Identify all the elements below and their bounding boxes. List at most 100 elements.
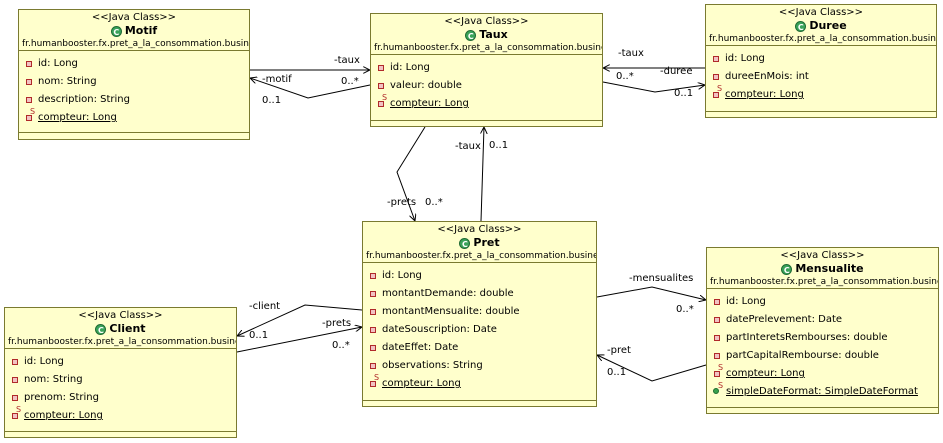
attribute: description: String — [19, 91, 249, 109]
private-field-icon — [714, 353, 720, 359]
static-icon: S — [718, 363, 724, 372]
package-name: fr.humanbooster.fx.pret_a_la_consommatio… — [710, 277, 938, 287]
static-icon: S — [374, 373, 380, 382]
private-field-icon — [714, 335, 720, 341]
static-icon: S — [30, 107, 36, 116]
class-icon: C — [459, 237, 471, 249]
attributes: id: Long nom: String description: String… — [19, 50, 249, 130]
stereotype: <<Java Class>> — [78, 310, 163, 321]
package-name: fr.humanbooster.fx.pret_a_la_consommatio… — [22, 39, 249, 49]
taux-duree-mult-duree: 0..1 — [674, 88, 694, 99]
attribute: id: Long — [363, 267, 596, 285]
private-field-icon — [378, 101, 384, 107]
private-field-icon — [370, 291, 376, 297]
private-field-icon — [26, 61, 32, 67]
edge-taux-to-pret — [396, 126, 426, 221]
operations-separator — [371, 120, 602, 121]
attribute: montantDemande: double — [363, 285, 596, 303]
attribute: id: Long — [371, 59, 602, 77]
package-name: fr.humanbooster.fx.pret_a_la_consommatio… — [709, 34, 936, 44]
edge-taux-to-motif — [250, 78, 371, 99]
attribute: dateSouscription: Date — [363, 321, 596, 339]
client-pret-role-prets: -prets — [322, 318, 352, 329]
motif-taux-role-motif: -motif — [262, 74, 292, 85]
operations-separator — [19, 132, 249, 133]
package-name: fr.humanbooster.fx.pret_a_la_consommatio… — [366, 251, 596, 261]
pret-mensualite-mult-pret: 0..1 — [607, 367, 627, 378]
attribute: datePrelevement: Date — [707, 311, 938, 329]
stereotype: <<Java Class>> — [437, 224, 522, 235]
private-field-icon — [714, 371, 720, 377]
private-field-icon — [12, 359, 18, 365]
attribute: dateEffet: Date — [363, 339, 596, 357]
private-field-icon — [12, 377, 18, 383]
private-field-icon — [12, 413, 18, 419]
package-name: fr.humanbooster.fx.pret_a_la_consommatio… — [374, 43, 602, 53]
operations-separator — [5, 431, 236, 432]
class-icon: C — [795, 20, 807, 32]
taux-duree-role-duree: -duree — [660, 66, 693, 77]
taux-pret-mult-taux: 0..1 — [489, 140, 509, 151]
edge-taux-to-duree — [602, 81, 705, 93]
private-field-icon — [713, 56, 719, 62]
class-icon: C — [465, 29, 477, 41]
stereotype: <<Java Class>> — [91, 12, 177, 23]
static-icon: S — [718, 381, 724, 390]
class-icon: C — [95, 323, 107, 335]
attribute: nom: String — [19, 73, 249, 91]
private-field-icon — [370, 345, 376, 351]
attribute: valeur: double — [371, 77, 602, 95]
class-icon: C — [110, 25, 122, 37]
edge-pret-to-mensualite — [596, 286, 706, 300]
edge-pret-to-client — [237, 304, 363, 336]
stereotype: <<Java Class>> — [778, 7, 864, 18]
attribute: dureeEnMois: int — [706, 68, 936, 86]
private-field-icon — [370, 327, 376, 333]
pret-mensualite-role-pret: -pret — [607, 345, 631, 356]
attributes: id: Long datePrelevement: Date partInter… — [707, 288, 938, 404]
static-icon: S — [16, 405, 22, 414]
pret-mensualite-role-mensualites: -mensualites — [629, 273, 694, 284]
attribute: nom: String — [5, 371, 236, 389]
private-field-icon — [378, 83, 384, 89]
pret-mensualite-mult-mensualites: 0..* — [676, 304, 694, 315]
taux-pret-role-prets: -prets — [387, 197, 417, 208]
static-icon: S — [717, 84, 723, 93]
operations-separator — [706, 111, 936, 112]
attribute: partCapitalRembourse: double — [707, 347, 938, 365]
private-field-icon — [370, 363, 376, 369]
private-field-icon — [26, 97, 32, 103]
private-field-icon — [26, 115, 32, 121]
private-field-icon — [26, 79, 32, 85]
client-pret-mult-client: 0..1 — [249, 330, 269, 341]
client-pret-mult-prets: 0..* — [332, 340, 350, 351]
stereotype: <<Java Class>> — [780, 250, 865, 261]
private-field-icon — [713, 74, 719, 80]
attribute: id: Long — [5, 353, 236, 371]
private-field-icon — [370, 309, 376, 315]
edge-pret-to-taux — [481, 127, 484, 222]
attribute: montantMensualite: double — [363, 303, 596, 321]
taux-pret-role-taux: -taux — [455, 141, 481, 152]
operations-separator — [363, 400, 596, 401]
operations-separator — [707, 407, 938, 408]
